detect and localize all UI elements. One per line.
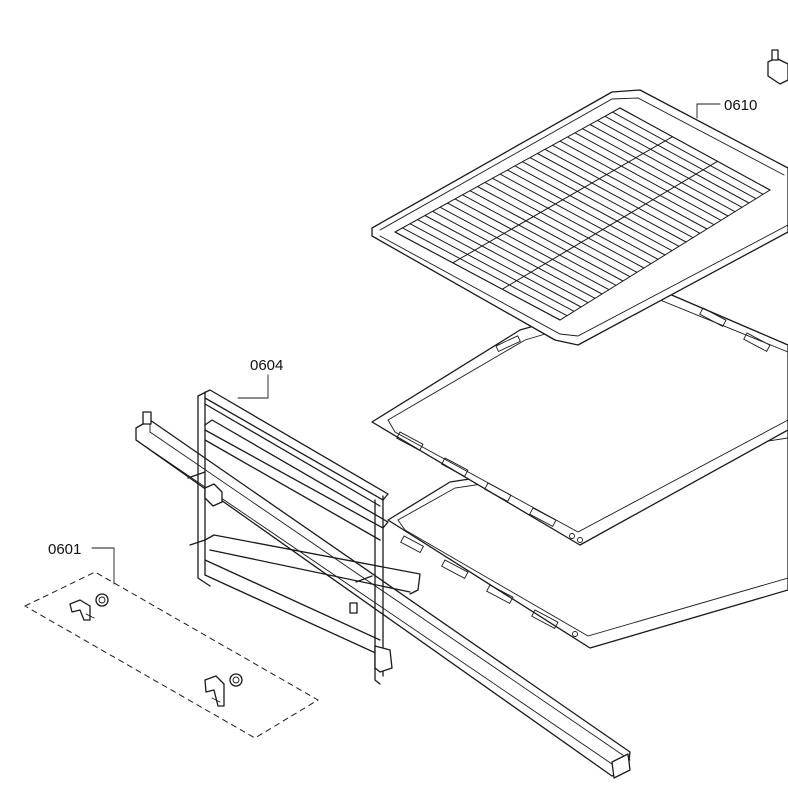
shelf-wire [529,157,687,243]
shelf-wire [477,186,638,273]
shelf-wire [537,153,694,239]
shelf-wire [432,210,596,299]
clip-1 [69,593,109,621]
clip-kit [23,571,319,739]
shelf-wire [589,124,743,208]
shelf-wire [439,206,603,295]
shelf-crossbar [452,136,673,264]
callout-0604: 0604 [237,357,283,399]
part-label-0601: 0601 [48,541,81,558]
shelf-wire [514,165,673,252]
shelf-wire [544,148,701,234]
part-label-0610: 0610 [724,97,757,114]
shelf-wire [499,173,659,260]
shelf-wire [552,144,708,230]
wire-shelf [371,89,788,346]
callout-0601: 0601 [48,541,115,585]
shelf-wire [492,177,652,265]
shelf-wire [507,169,666,256]
shelf-wire [447,202,610,291]
shelf-wire [574,132,729,217]
shelf-wire [402,227,568,317]
shelf-wire [469,190,631,278]
shelf-wire [417,219,582,308]
shelf-wire [424,215,589,304]
shelf-wire [484,181,645,269]
shelf-wire [522,161,680,247]
shelf-wire [597,119,750,204]
shelf-wire [582,128,736,213]
part-label-0604: 0604 [250,357,283,374]
shelf-wire [567,136,722,221]
shelf-wire [454,198,617,286]
shelf-wire [559,140,715,226]
callout-0610: 0610 [696,97,757,119]
baking-tray-upper [371,289,788,546]
clip-2 [204,673,243,707]
shelf-wire [612,111,764,195]
shelf-wire [604,115,757,200]
shelf-crossbar [502,160,718,290]
shelf-wire [462,194,624,282]
side-rack [187,389,421,685]
corner-bracket [767,49,788,85]
shelf-wire [409,223,575,312]
